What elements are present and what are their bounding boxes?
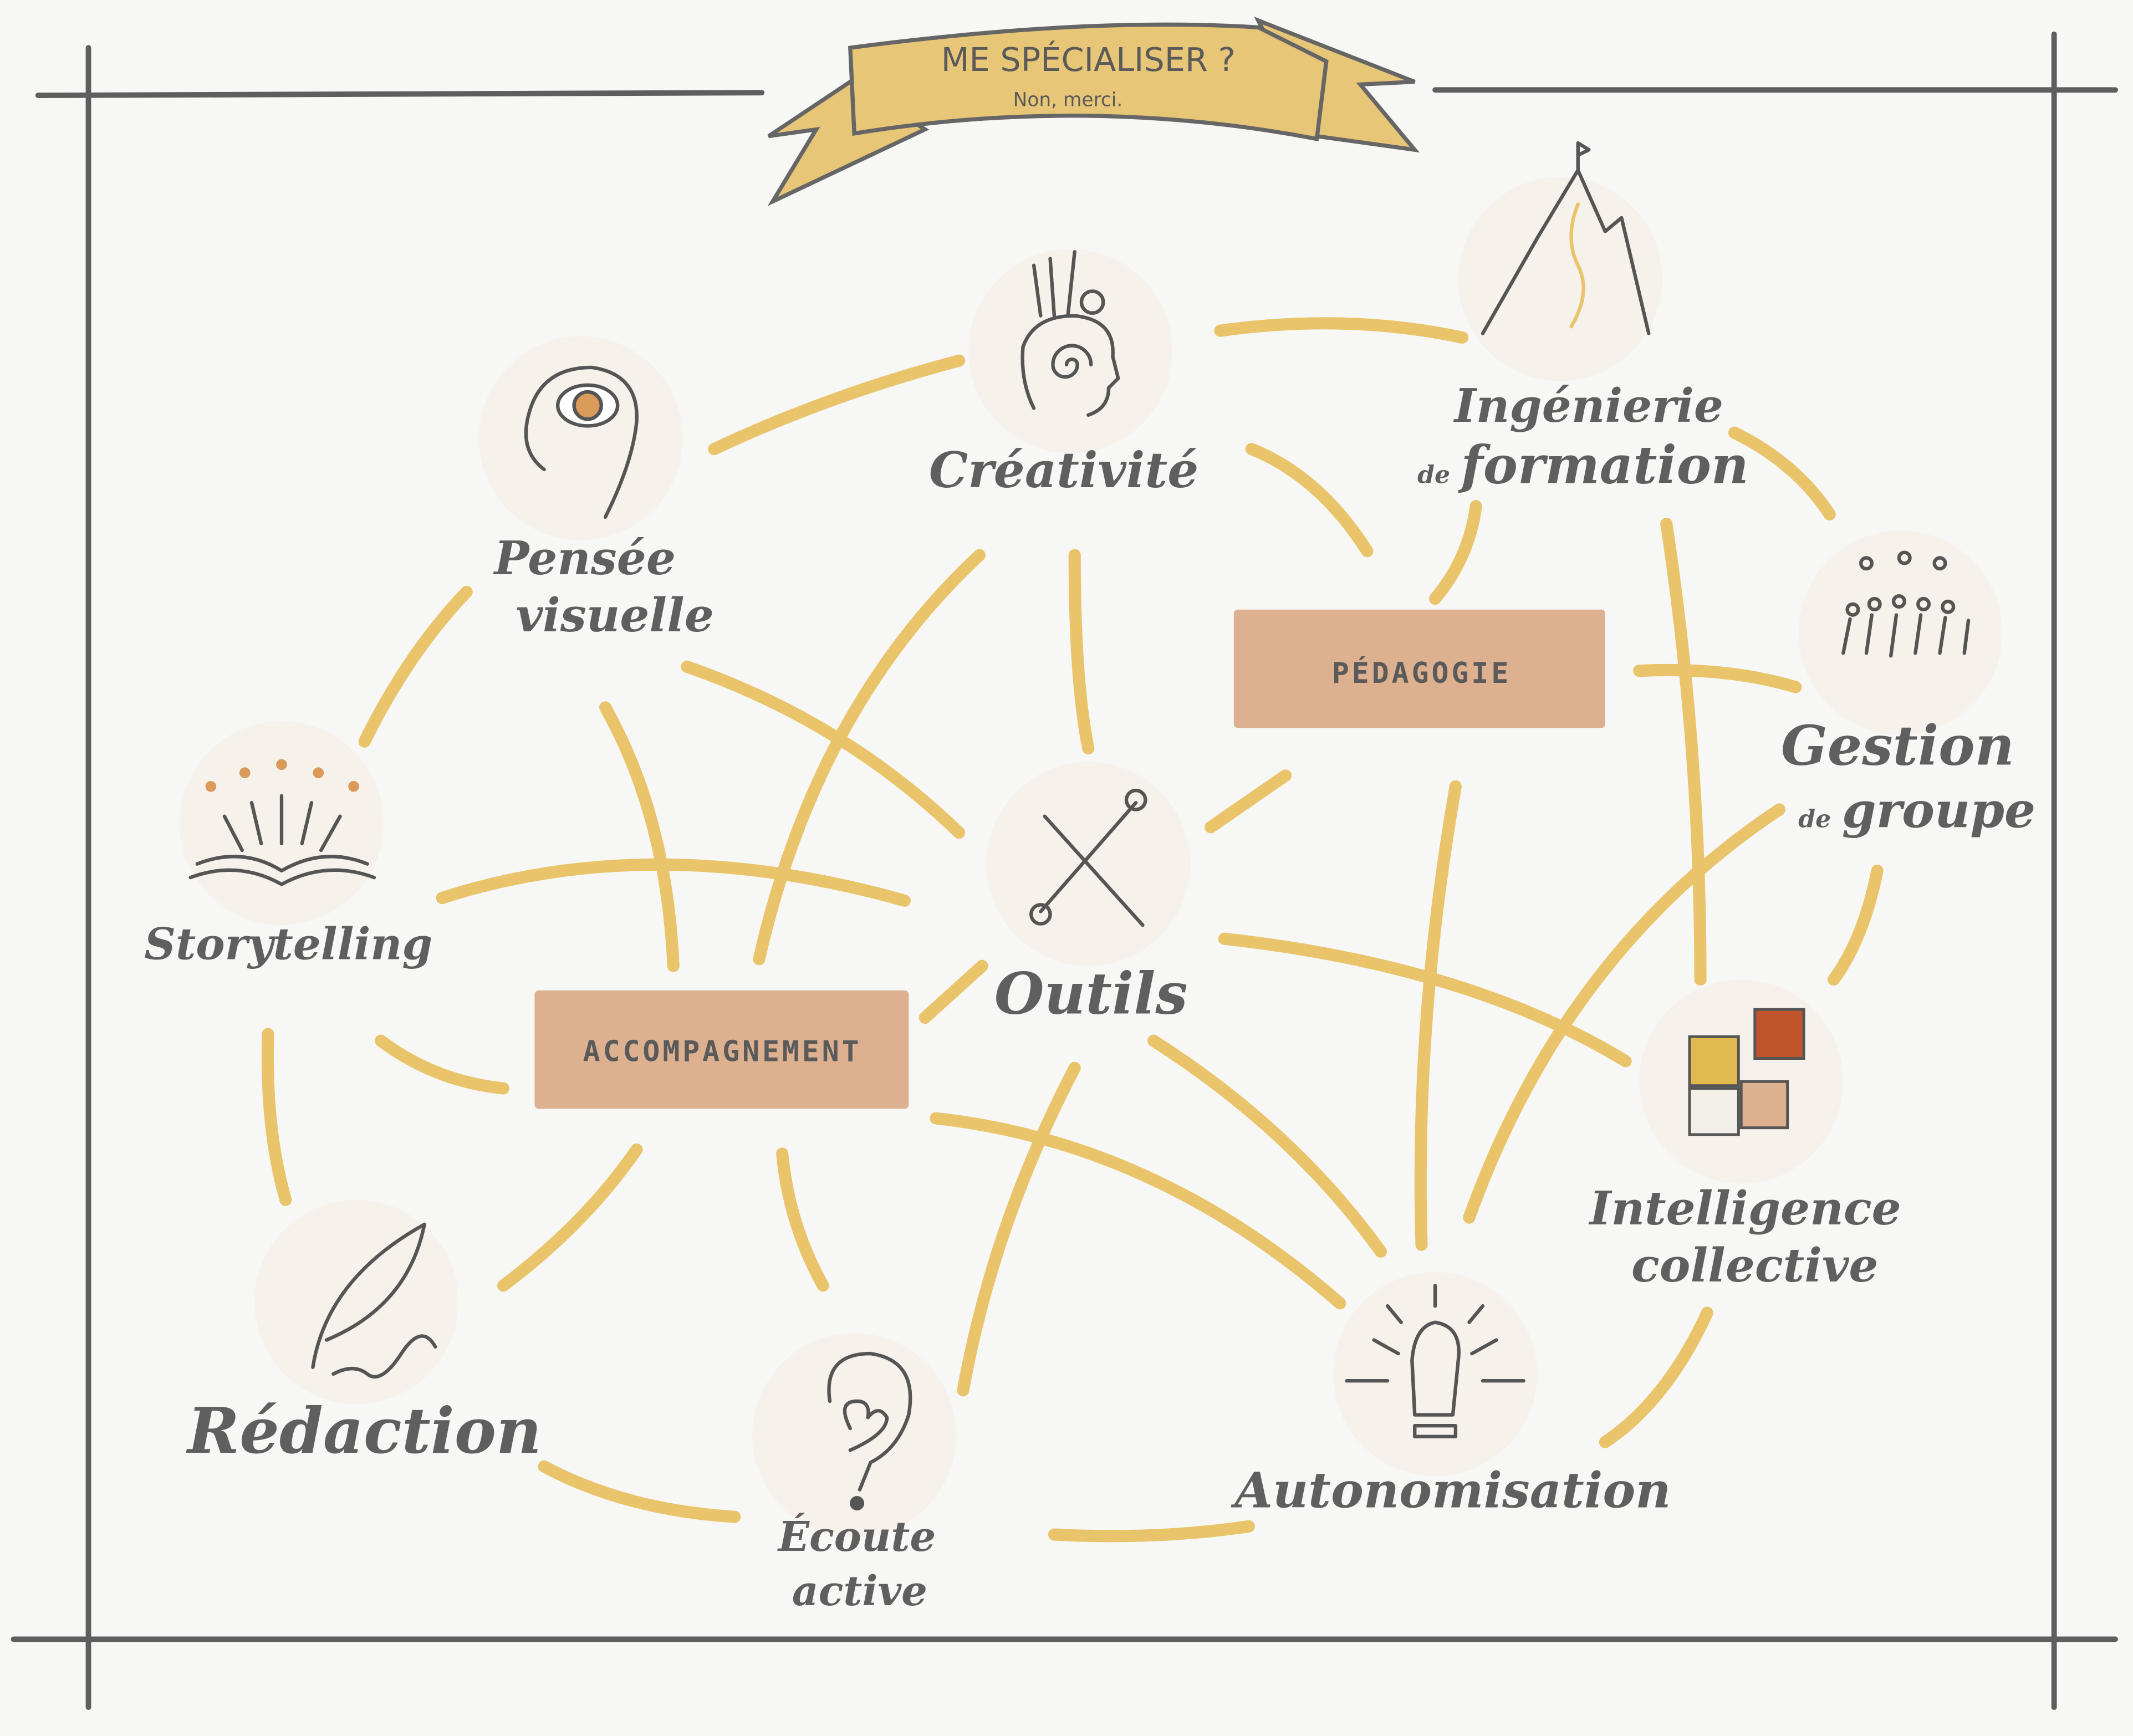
label-pensee: Pensée [493,531,676,585]
connection-line [1245,443,1374,558]
head-eye-icon [524,365,639,519]
circle-pensee-visuelle [478,336,683,540]
label-active: active [792,1567,927,1615]
creative-head-icon [1020,250,1120,417]
quill-icon [311,1222,437,1379]
connection-line [1633,663,1802,693]
label-collective: collective [1631,1238,1878,1293]
connection-line [1147,1034,1387,1258]
connection-line [1048,1520,1255,1543]
tools-icon [1029,788,1147,927]
circle-ingenierie [1458,177,1662,381]
label-ecoute: Écoute [777,1513,936,1561]
node-labels: Pensée visuelle Créativité Ingénierie de… [144,379,2035,1615]
hub-pedagogie-label: PÉDAGOGIE [1332,656,1511,690]
connection-line [1463,803,1785,1224]
connection-line [708,354,966,456]
connection-line [1414,780,1462,1251]
circle-redaction [254,1199,459,1404]
label-outils: Outils [994,961,1188,1028]
connection-line [538,1460,741,1523]
circle-ecoute [752,1333,957,1538]
connection-line [1728,426,1836,520]
label-formation: formation [1458,434,1749,495]
connection-line [918,959,988,1024]
connection-line [375,1034,510,1095]
label-gestion-de: de [1798,805,1831,833]
connection-line [1660,518,1707,986]
hub-accompagnement: ACCOMPAGNEMENT [534,990,909,1109]
label-ingenierie: Ingénierie [1453,379,1723,433]
frame [11,31,2119,1711]
banner-title: ME SPÉCIALISER ? [941,40,1236,79]
connection-line [753,549,986,966]
label-storytelling: Storytelling [144,918,432,969]
label-intelligence: Intelligence [1588,1181,1901,1235]
mountain-icon [1481,141,1651,335]
ear-heart-icon [827,1351,912,1511]
raised-fist-icon [1345,1284,1525,1438]
connection-line [776,1147,829,1292]
label-autonomisation: Autonomisation [1231,1461,1671,1519]
label-gestion: Gestion [1781,714,2014,778]
connection-line [599,701,680,972]
circle-creativite [968,249,1173,453]
hub-pedagogie: PÉDAGOGIE [1233,609,1605,728]
connection-line [497,1143,643,1292]
connection-line [681,660,966,839]
open-book-icon [188,759,376,886]
connection-line [1429,500,1482,605]
puzzle-icon [1688,1008,1805,1136]
circle-autonomisation [1333,1272,1538,1476]
node-circles [179,177,2003,1538]
label-visuelle: visuelle [516,588,714,642]
connection-line [1205,769,1292,834]
label-groupe: groupe [1842,781,2035,839]
label-redaction: Rédaction [186,1394,542,1468]
connection-line [358,585,473,748]
label-creativite: Créativité [929,441,1199,499]
banner-subtitle: Non, merci. [1013,89,1123,111]
title-banner: ME SPÉCIALISER ? Non, merci. [767,17,1420,207]
connection-line [930,1112,1346,1310]
connection-line [1214,317,1469,344]
group-people-icon [1841,550,1971,658]
connection-line [1068,549,1095,755]
circle-gestion [1798,530,2003,735]
connection-line [1599,1306,1713,1448]
connection-line [1218,932,1632,1068]
connection-line [436,858,911,907]
hub-accompagnement-label: ACCOMPAGNEMENT [583,1035,862,1068]
connections [261,317,1884,1543]
label-ingenierie-de: de [1417,461,1450,489]
connection-line [1828,864,1884,986]
connection-line [261,1028,292,1206]
connection-line [957,1061,1081,1397]
